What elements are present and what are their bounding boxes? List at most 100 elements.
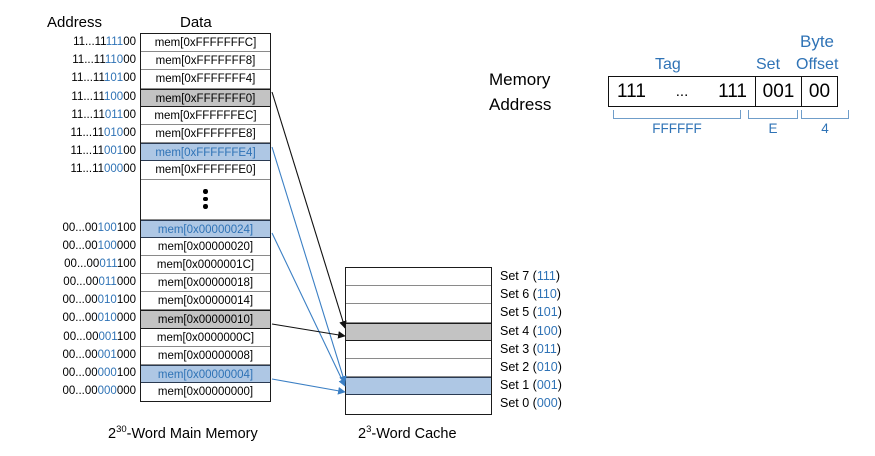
address-tag-bits: 00...00 (62, 239, 98, 252)
cache-set-name: Set 6 (500, 287, 530, 302)
address-offset-bits: 000 (116, 276, 136, 289)
cache-table (345, 267, 492, 415)
cache-set-label: Set 5 (101) (500, 303, 562, 321)
cache-set-name: Set 0 (500, 396, 530, 411)
memory-row: mem[0x00000010] (141, 310, 270, 329)
address-tag-bits: 00...00 (64, 257, 100, 270)
address-tag-bits: 00...00 (63, 276, 99, 289)
address-ellipsis (36, 179, 136, 219)
cache-caption-rest: -Word Cache (371, 425, 457, 442)
address-tag-bits: 11...11 (71, 72, 105, 85)
memory-row: mem[0x0000000C] (141, 329, 270, 347)
tag-hex-label: FFFFFF (652, 121, 702, 136)
address-tag-right-bits: 111 (718, 80, 747, 102)
cache-set-row (346, 268, 491, 287)
address-row: 00...00000000 (36, 382, 136, 400)
address-set-bits: 010 (97, 294, 117, 307)
address-tag-bits: 00...00 (62, 385, 98, 398)
cache-caption: 23-Word Cache (358, 424, 457, 442)
address-set-bits: 011 (98, 276, 117, 289)
main-memory-caption: 230-Word Main Memory (108, 424, 258, 442)
address-tag-bits: 11...11 (70, 163, 105, 176)
offset-brace (801, 110, 849, 119)
address-offset-bits: 100 (116, 257, 136, 270)
cache-set-index-bits: (111) (532, 269, 561, 283)
cache-caption-exponent: 3 (366, 424, 372, 435)
memory-row: mem[0x00000004] (141, 365, 270, 384)
address-row: 11...1101100 (36, 106, 136, 124)
address-set-bits: 001 (97, 348, 117, 361)
address-set-bits: 101 (104, 72, 124, 85)
address-offset-bits: 100 (116, 221, 136, 234)
address-tag-bits: 00...00 (62, 348, 98, 361)
address-tag-bits: 11...11 (71, 90, 105, 103)
address-row: 00...00011100 (36, 255, 136, 273)
address-set-field: 001 (755, 77, 801, 106)
cache-set-index-bits: (101) (532, 305, 562, 320)
cache-set-name: Set 5 (500, 305, 530, 320)
cache-set-row (346, 377, 491, 396)
address-tag-bits: 11...11 (70, 126, 105, 139)
cache-set-label: Set 6 (110) (500, 285, 562, 303)
address-offset-bits: 00 (123, 90, 136, 103)
address-row: 00...00100100 (36, 219, 136, 237)
cache-set-row (346, 322, 491, 341)
cache-set-label: Set 3 (011) (500, 340, 562, 358)
address-tag-bits: 00...00 (62, 221, 98, 234)
set-field-label: Set (756, 56, 781, 73)
main-memory-table: mem[0xFFFFFFFC]mem[0xFFFFFFF8]mem[0xFFFF… (140, 33, 271, 403)
address-row: 00...00000100 (36, 364, 136, 382)
memory-row: mem[0xFFFFFFF4] (141, 70, 270, 89)
address-row: 11...1111000 (36, 51, 136, 69)
address-offset-bits: 00 (123, 126, 136, 139)
cache-set-label: Set 4 (100) (500, 322, 562, 340)
cache-set-row (346, 304, 491, 323)
address-tag-bits: 11...11 (73, 36, 106, 48)
address-offset-bits: 00 (123, 54, 136, 67)
address-row: 00...00010000 (36, 309, 136, 327)
memory-row: mem[0xFFFFFFE8] (141, 125, 270, 144)
memory-row: mem[0x00000024] (141, 219, 270, 238)
cache-set-labels: Set 7 (111)Set 6 (110)Set 5 (101)Set 4 (… (500, 267, 562, 413)
memory-row: mem[0xFFFFFFF0] (141, 88, 270, 107)
cache-set-label: Set 0 (000) (500, 394, 562, 412)
cache-set-row (346, 395, 491, 413)
address-offset-bits: 100 (116, 330, 136, 343)
address-tag-bits: 11...11 (71, 108, 105, 121)
tag-brace (613, 110, 741, 119)
address-tag-bits: 00...00 (63, 330, 99, 343)
address-offset-bits: 00 (123, 72, 136, 85)
cache-set-index-bits: (001) (532, 378, 562, 393)
address-tag-bits: 11...11 (70, 145, 105, 158)
address-set-bits: 010 (104, 126, 124, 139)
address-column-header: Address (47, 14, 103, 31)
address-set-bits: 111 (105, 36, 124, 48)
memory-row: mem[0x00000020] (141, 238, 270, 256)
address-set-bits: 110 (104, 54, 124, 67)
address-row: 11...1100100 (36, 142, 136, 160)
address-row: 00...00001100 (36, 328, 136, 346)
address-set-bits: 100 (97, 221, 117, 234)
main-memory-caption-exponent: 30 (116, 424, 127, 435)
main-memory-caption-base: 2 (108, 425, 117, 442)
cache-set-label: Set 7 (111) (500, 267, 562, 285)
address-set-bits: 000 (97, 385, 117, 398)
cache-set-index-bits: (110) (532, 287, 561, 302)
main-memory-caption-rest: -Word Main Memory (126, 425, 258, 442)
cache-caption-base: 2 (358, 425, 367, 442)
address-tag-bits: 00...00 (62, 294, 98, 307)
address-offset-bits: 100 (116, 367, 136, 379)
address-set-bits: 011 (104, 108, 124, 121)
address-offset-bits: 000 (116, 239, 136, 252)
cache-set-index-bits: (100) (532, 323, 562, 338)
memory-row: mem[0x00000018] (141, 274, 270, 293)
cache-set-label: Set 2 (010) (500, 358, 562, 376)
address-tag-field: 111 ... 111 (609, 77, 755, 106)
address-set-bits: 010 (97, 312, 117, 325)
cache-set-index-bits: (010) (532, 359, 562, 374)
memory-row: mem[0xFFFFFFE0] (141, 161, 270, 180)
cache-set-name: Set 2 (500, 359, 530, 374)
cache-set-index-bits: (011) (532, 341, 561, 356)
cache-set-name: Set 1 (500, 378, 530, 393)
cache-set-name: Set 4 (500, 323, 530, 338)
